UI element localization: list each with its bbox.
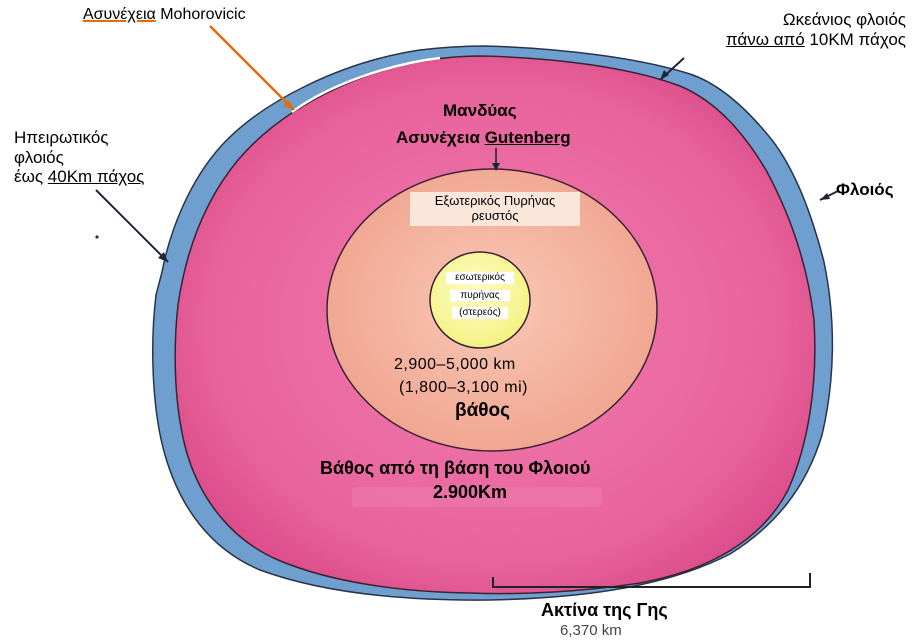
outer-core-label: Εξωτερικός Πυρήνας ρευστός [410,192,580,226]
inner-core-line1: εσωτερικός [446,272,514,284]
outer-core-line2: ρευστός [410,209,580,224]
continental-crust-line3: έως 40Km πάχος [14,167,144,187]
inner-core-line3: (στερεός) [452,307,508,319]
continental-crust-line2: φλοιός [14,148,144,168]
moho-label-prefix: Ασυνέχεια [83,6,156,23]
inner-core-line2: πυρήνας [450,290,510,302]
inner-core-label: εσωτερικός πυρήνας (στερεός) [438,272,522,319]
continental-crust-up-to: έως [14,167,48,186]
continental-crust-thickness: 40Km πάχος [48,167,145,186]
crust-arrow-head [820,193,830,200]
mantle-depth-line2: 2.900Km [433,482,507,503]
gutenberg-label-prefix: Ασυνέχεια [396,128,485,147]
oceanic-crust-thickness: 10KM πάχος [805,30,906,49]
moho-label-name: Mohorovicic [160,6,245,23]
crust-label: Φλοιός [836,180,894,200]
continental-crust-label: Ηπειρωτικός φλοιός έως 40Km πάχος [14,128,144,187]
radius-label: Ακτίνα της Γης [541,600,668,621]
mantle-label: Μανδύας [443,101,517,121]
oceanic-crust-line1: Ωκεάνιος φλοιός [626,10,906,30]
moho-label: Ασυνέχεια Mohorovicic [83,6,246,24]
oceanic-crust-over: πάνω από [726,30,805,49]
depth-word-label: βάθος [455,400,510,422]
oceanic-crust-label: Ωκεάνιος φλοιός πάνω από 10KM πάχος [626,10,906,49]
gutenberg-label: Ασυνέχεια Gutenberg [396,128,571,148]
outer-core-line1: Εξωτερικός Πυρήνας [410,194,580,209]
mantle-depth-line1: Βάθος από τη βάση του Φλοιού [320,458,590,479]
moho-arrow [210,26,294,110]
continental-crust-arrow [96,190,168,262]
radius-value: 6,370 km [560,622,622,639]
continental-crust-line1: Ηπειρωτικός [14,128,144,148]
oceanic-crust-line2: πάνω από 10KM πάχος [626,30,906,50]
stray-dot [95,235,98,238]
outer-core-depth-km: 2,900–5,000 km [394,356,516,374]
gutenberg-label-name: Gutenberg [485,128,571,147]
outer-core-depth-mi: (1,800–3,100 mi) [399,379,528,397]
